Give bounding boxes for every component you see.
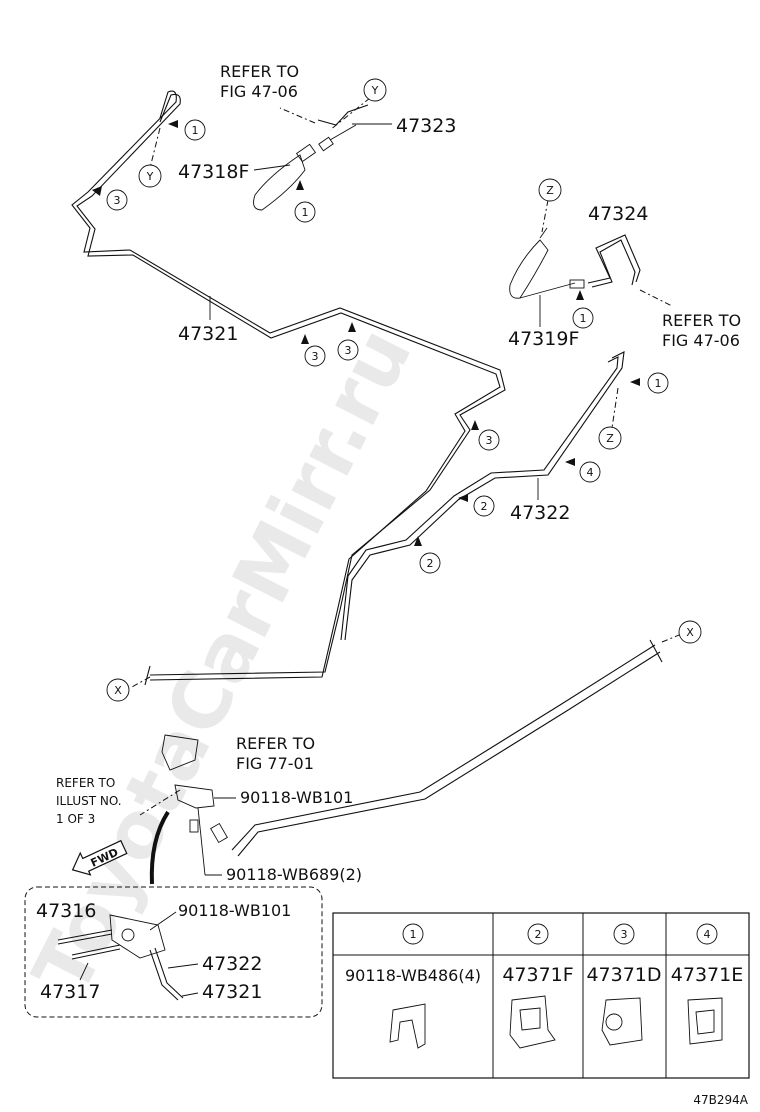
inset-part-47321: 47321 bbox=[202, 981, 262, 1003]
callout-2-a: 2 bbox=[458, 494, 495, 517]
leader-47318F bbox=[253, 164, 291, 171]
fig-77-01-label: FIG 77-01 bbox=[236, 754, 314, 773]
svg-text:X: X bbox=[114, 684, 122, 697]
svg-text:1: 1 bbox=[410, 928, 417, 941]
part-47321: 47321 bbox=[178, 323, 238, 345]
fig-47-06-label-right: FIG 47-06 bbox=[662, 331, 740, 350]
figure-id: 47B294A bbox=[693, 1093, 748, 1107]
y-leader bbox=[329, 97, 371, 131]
inset-part-47316: 47316 bbox=[36, 900, 96, 922]
clip-table-header-2: 2 bbox=[527, 923, 549, 945]
clip-4-icon bbox=[687, 997, 723, 1045]
clip-2-icon bbox=[509, 995, 556, 1049]
svg-text:2: 2 bbox=[427, 557, 434, 570]
inset-leader-47321 bbox=[181, 992, 199, 997]
svg-text:Y: Y bbox=[146, 170, 154, 183]
inset-part-47317: 47317 bbox=[40, 981, 100, 1003]
marker-z-lower: Z bbox=[598, 426, 622, 450]
clip-table bbox=[332, 912, 750, 1079]
svg-text:4: 4 bbox=[704, 928, 711, 941]
clip-part-47371E: 47371E bbox=[671, 964, 743, 986]
refer-to-label-right: REFER TO bbox=[662, 311, 741, 330]
clip-table-header-4: 4 bbox=[696, 923, 718, 945]
callout-3-c: 3 bbox=[337, 322, 359, 361]
inset-assembly bbox=[57, 914, 184, 1001]
part-90118-wb101: 90118-WB101 bbox=[240, 788, 353, 807]
inset-leader-47322 bbox=[167, 963, 199, 969]
bracket-fitting bbox=[161, 734, 228, 876]
callout-1-c: 1 bbox=[572, 290, 594, 329]
inset-part-47322: 47322 bbox=[202, 953, 262, 975]
svg-text:1: 1 bbox=[580, 312, 587, 325]
svg-text:4: 4 bbox=[587, 466, 594, 479]
clip-part-47371F: 47371F bbox=[502, 964, 573, 986]
refer-to-label-top: REFER TO bbox=[220, 62, 299, 81]
svg-text:Z: Z bbox=[606, 432, 614, 445]
callout-3-d: 3 bbox=[471, 420, 500, 451]
z-leader bbox=[541, 199, 549, 233]
part-47323: 47323 bbox=[396, 115, 456, 137]
svg-text:3: 3 bbox=[345, 344, 352, 357]
part-47324: 47324 bbox=[588, 203, 648, 225]
part-47322: 47322 bbox=[510, 502, 570, 524]
svg-text:3: 3 bbox=[621, 928, 628, 941]
illust-ref-line2: ILLUST NO. bbox=[56, 794, 122, 808]
part-90118-wb689: 90118-WB689(2) bbox=[226, 865, 362, 884]
illust-ref-line1: REFER TO bbox=[56, 776, 115, 790]
svg-text:1: 1 bbox=[302, 206, 309, 219]
hose-47318F bbox=[253, 104, 369, 211]
refer-to-label-bracket: REFER TO bbox=[236, 734, 315, 753]
clip-3-icon bbox=[601, 997, 643, 1046]
clip-table-header-3: 3 bbox=[613, 923, 635, 945]
part-47318F: 47318F bbox=[178, 161, 249, 183]
inset-leader-47317 bbox=[79, 962, 89, 981]
callout-1-b: 1 bbox=[294, 180, 316, 223]
fig-47-06-label-top: FIG 47-06 bbox=[220, 82, 298, 101]
clip-part-47371D: 47371D bbox=[586, 964, 661, 986]
ref-leader bbox=[279, 107, 316, 124]
clip-table-header-1: 1 bbox=[402, 923, 424, 945]
callout-3-b: 3 bbox=[301, 334, 326, 367]
ref-leader-right bbox=[639, 289, 673, 307]
inset-part-90118-wb101: 90118-WB101 bbox=[178, 901, 291, 920]
marker-z-top: Z bbox=[538, 178, 562, 202]
hose-47319F bbox=[509, 227, 641, 299]
svg-text:X: X bbox=[686, 626, 694, 639]
marker-x-right: X bbox=[678, 620, 702, 644]
svg-text:2: 2 bbox=[481, 500, 488, 513]
callout-1-a: 1 bbox=[168, 119, 206, 141]
svg-text:3: 3 bbox=[114, 194, 121, 207]
callout-3-a: 3 bbox=[92, 186, 128, 211]
clip-part-90118-wb486: 90118-WB486(4) bbox=[345, 966, 481, 985]
svg-text:Y: Y bbox=[371, 84, 379, 97]
illust-leader bbox=[139, 789, 181, 816]
svg-text:3: 3 bbox=[486, 434, 493, 447]
svg-text:1: 1 bbox=[655, 377, 662, 390]
marker-y-left: Y bbox=[138, 164, 162, 188]
svg-text:Z: Z bbox=[546, 184, 554, 197]
callout-4: 4 bbox=[565, 458, 601, 483]
marker-y-top: Y bbox=[363, 78, 387, 102]
z-leader-lower bbox=[611, 387, 619, 429]
inset-pointer-arrow bbox=[149, 810, 170, 885]
callout-1-d: 1 bbox=[630, 372, 669, 394]
clip-1-icon bbox=[389, 1003, 426, 1049]
inset-leader-90118 bbox=[149, 911, 177, 931]
svg-text:1: 1 bbox=[192, 124, 199, 137]
marker-x-left: X bbox=[106, 678, 130, 702]
part-47319F: 47319F bbox=[508, 328, 579, 350]
illust-ref-line3: 1 OF 3 bbox=[56, 812, 95, 826]
svg-text:3: 3 bbox=[312, 350, 319, 363]
callout-2-b: 2 bbox=[414, 536, 441, 574]
pipe-lower bbox=[231, 639, 663, 857]
svg-text:2: 2 bbox=[535, 928, 542, 941]
inset-box bbox=[24, 886, 323, 1018]
pipe-47322 bbox=[340, 351, 625, 641]
pipe-47321 bbox=[71, 90, 506, 686]
x-leader-left bbox=[129, 676, 151, 689]
